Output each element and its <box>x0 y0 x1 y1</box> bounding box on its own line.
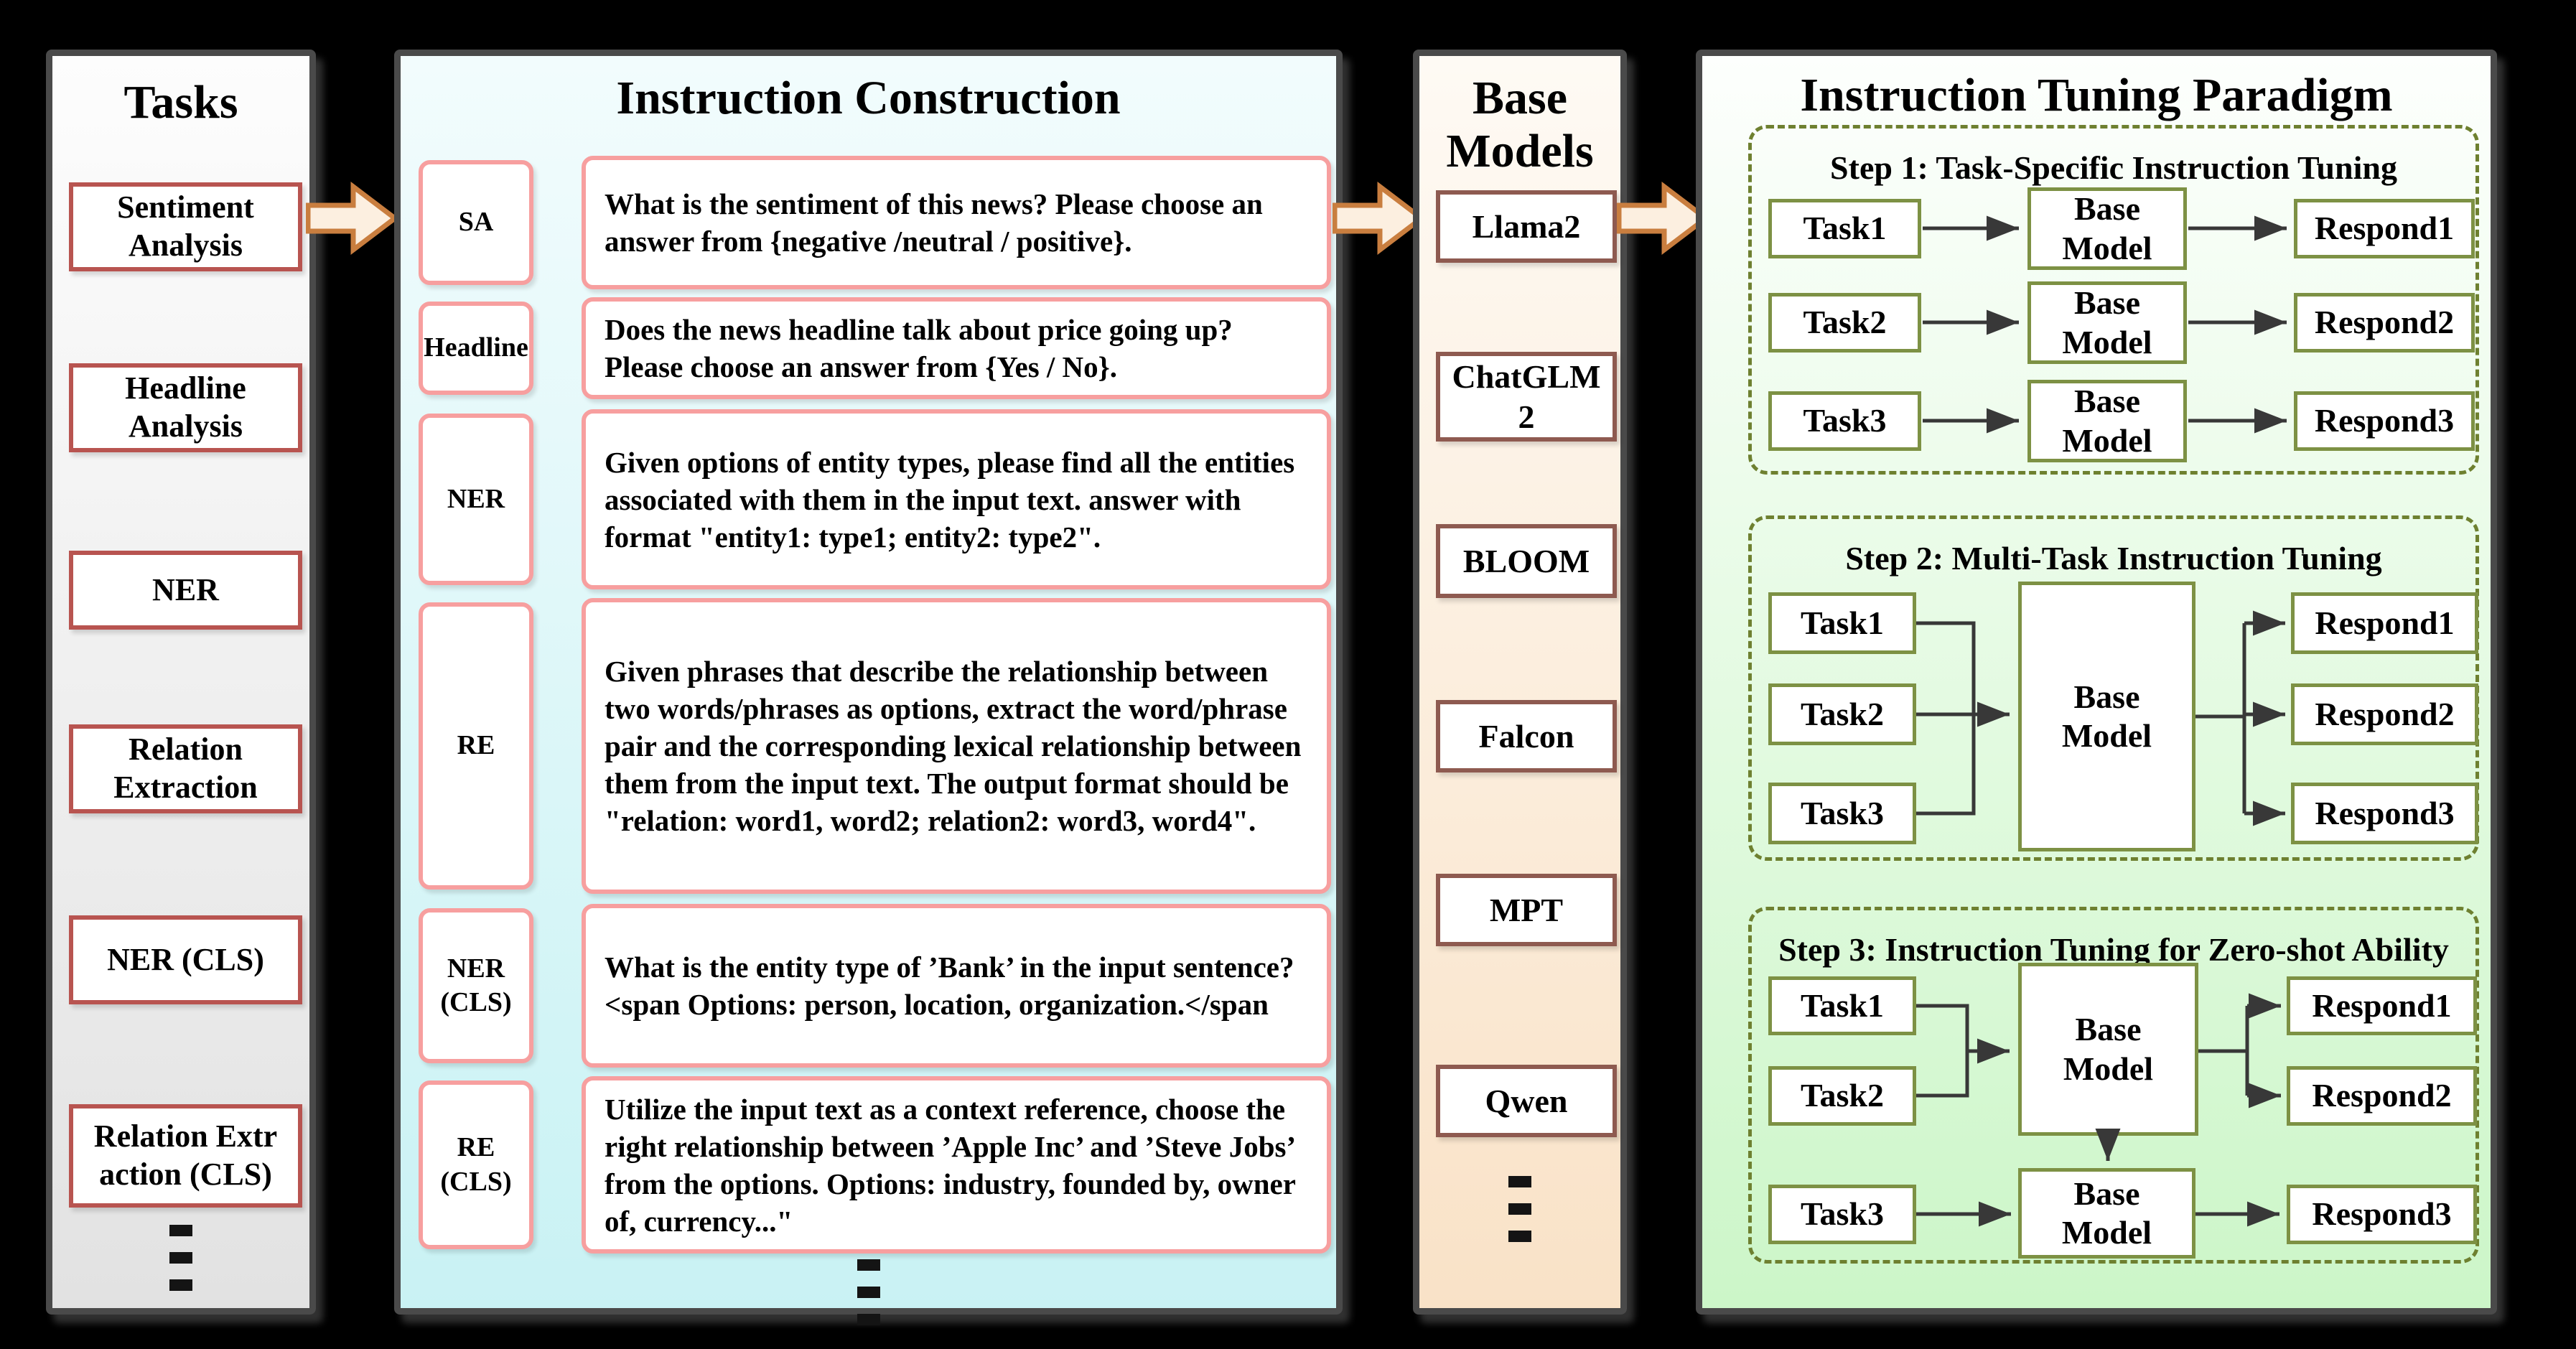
paradigm-title: Instruction Tuning Paradigm <box>1800 69 2393 121</box>
step2-container: Step 2: Multi-Task Instruction Tuning Ta… <box>1748 515 2479 861</box>
model-box-falcon: Falcon <box>1436 700 1617 772</box>
model-box-llama2: Llama2 <box>1436 190 1617 263</box>
step3-respond3-box: Respond3 <box>2287 1185 2477 1244</box>
model-box-qwen: Qwen <box>1436 1065 1617 1137</box>
step2-respond1-box: Respond1 <box>2291 592 2478 654</box>
base-models-title: Base Models <box>1446 72 1594 177</box>
instruction-label-ner-cls: NER (CLS) <box>419 908 533 1063</box>
instruction-text-headline: Does the news headline talk about price … <box>582 297 1331 399</box>
step3-task1-box: Task1 <box>1768 976 1916 1035</box>
models-ellipsis-icon <box>1508 1176 1531 1242</box>
instruction-label-re: RE <box>419 602 533 890</box>
flow-arrow-icon <box>1333 181 1424 256</box>
step2-respond2-box: Respond2 <box>2291 683 2478 745</box>
task-box-headline-analysis: Headline Analysis <box>69 363 302 452</box>
step1-title: Step 1: Task-Specific Instruction Tuning <box>1830 149 2397 186</box>
base-models-panel: Base Models Llama2 ChatGLM 2 BLOOM Falco… <box>1413 50 1627 1315</box>
task-box-ner-cls: NER (CLS) <box>69 915 302 1004</box>
instruction-text-re: Given phrases that describe the relation… <box>582 598 1331 894</box>
instruction-label-sa: SA <box>419 160 533 285</box>
tasks-ellipsis-icon <box>169 1225 192 1291</box>
step3-respond1-box: Respond1 <box>2287 976 2477 1035</box>
step3-title: Step 3: Instruction Tuning for Zero-shot… <box>1778 931 2449 968</box>
instruction-text-ner-cls: What is the entity type of ’Bank’ in the… <box>582 904 1331 1068</box>
task-box-ner: NER <box>69 551 302 630</box>
step1-base-model3-box: Base Model <box>2027 380 2187 462</box>
step3-respond2-box: Respond2 <box>2287 1066 2477 1126</box>
instruction-construction-panel: Instruction Construction SA What is the … <box>394 50 1343 1325</box>
instruction-text-re-cls: Utilize the input text as a context refe… <box>582 1076 1331 1254</box>
task-box-sentiment-analysis: Sentiment Analysis <box>69 182 302 271</box>
step1-respond2-box: Respond2 <box>2294 293 2475 353</box>
flow-arrow-icon <box>306 181 398 256</box>
tasks-panel: Tasks Sentiment Analysis Headline Analys… <box>46 50 316 1315</box>
step2-base-model-box: Base Model <box>2018 582 2195 851</box>
flow-arrow-icon <box>1617 181 1709 256</box>
step1-task3-box: Task3 <box>1768 391 1921 451</box>
instruction-label-ner: NER <box>419 414 533 585</box>
step3-base-model-bottom-box: Base Model <box>2018 1168 2195 1259</box>
task-box-relation-extraction: Relation Extraction <box>69 724 302 813</box>
step1-base-model1-box: Base Model <box>2027 187 2187 270</box>
step1-task2-box: Task2 <box>1768 293 1921 353</box>
instruction-ellipsis-icon <box>857 1259 880 1325</box>
task-box-relation-extraction-cls: Relation Extr action (CLS) <box>69 1104 302 1208</box>
step3-container: Step 3: Instruction Tuning for Zero-shot… <box>1748 907 2479 1264</box>
model-box-bloom: BLOOM <box>1436 524 1617 598</box>
model-box-chatglm2: ChatGLM 2 <box>1436 352 1617 442</box>
step1-base-model2-box: Base Model <box>2027 281 2187 364</box>
step3-base-model-top-box: Base Model <box>2018 963 2198 1136</box>
instruction-label-re-cls: RE (CLS) <box>419 1080 533 1249</box>
step2-task3-box: Task3 <box>1768 783 1916 844</box>
instruction-label-headline: Headline <box>419 302 533 395</box>
step2-title: Step 2: Multi-Task Instruction Tuning <box>1845 540 2382 577</box>
step2-task2-box: Task2 <box>1768 683 1916 745</box>
step3-task3-box: Task3 <box>1768 1185 1916 1244</box>
instruction-construction-title: Instruction Construction <box>616 72 1121 124</box>
step1-container: Step 1: Task-Specific Instruction Tuning… <box>1748 125 2479 475</box>
step1-task1-box: Task1 <box>1768 199 1921 258</box>
instruction-text-ner: Given options of entity types, please fi… <box>582 409 1331 589</box>
instruction-text-sa: What is the sentiment of this news? Plea… <box>582 156 1331 289</box>
step1-respond1-box: Respond1 <box>2294 199 2475 258</box>
model-box-mpt: MPT <box>1436 874 1617 946</box>
step3-task2-box: Task2 <box>1768 1066 1916 1126</box>
step1-respond3-box: Respond3 <box>2294 391 2475 451</box>
step2-task1-box: Task1 <box>1768 592 1916 654</box>
tasks-panel-title: Tasks <box>123 76 238 129</box>
step2-respond3-box: Respond3 <box>2291 783 2478 844</box>
instruction-tuning-paradigm-panel: Instruction Tuning Paradigm Step 1: Task… <box>1696 50 2497 1315</box>
